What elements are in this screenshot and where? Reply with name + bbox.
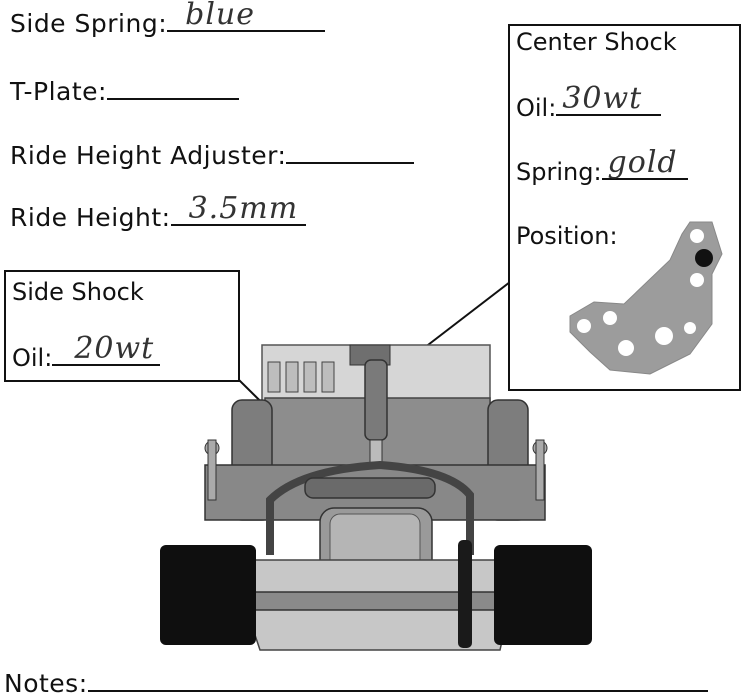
center-shock-oil-line[interactable]: 30wt [556, 81, 662, 116]
side-shock-oil-field: Oil: 20wt [12, 331, 161, 372]
t-plate-input-line[interactable] [106, 76, 239, 100]
center-shock-spring-field: Spring:gold [516, 145, 688, 186]
right-wheel [494, 545, 592, 645]
ride-height-value: 3.5mm [188, 191, 299, 226]
side-shock-title: Side Shock [12, 278, 144, 306]
center-shock-position-label: Position: [516, 222, 618, 250]
side-spring-label: Side Spring: [10, 9, 168, 38]
side-shock-oil-value: 20wt [74, 331, 155, 366]
ride-height-input-line[interactable]: 3.5mm [170, 191, 306, 226]
center-shock-oil-label: Oil: [516, 94, 557, 122]
center-shock-box: Center Shock Oil:30wt Spring:gold Positi… [508, 24, 741, 391]
selected-position-dot [695, 249, 713, 267]
t-plate-label: T-Plate: [10, 77, 107, 106]
notes-label: Notes: [4, 669, 88, 698]
side-spring-input-line[interactable]: blue [167, 0, 326, 32]
ride-height-adjuster-label: Ride Height Adjuster: [10, 141, 287, 170]
ride-height-adjuster-field: Ride Height Adjuster: [10, 140, 415, 170]
shock-mount-bracket-icon [569, 221, 723, 375]
side-spring-value: blue [185, 0, 255, 32]
center-shock-oil-field: Oil:30wt [516, 81, 662, 122]
center-shock-spring-label: Spring: [516, 158, 602, 186]
center-shock-spring-value: gold [607, 145, 678, 180]
side-shock-oil-line[interactable]: 20wt [52, 331, 161, 366]
center-shock-spring-line[interactable]: gold [601, 145, 688, 180]
ride-height-field: Ride Height: 3.5mm [10, 191, 306, 232]
notes-field: Notes: [4, 668, 708, 698]
side-spring-field: Side Spring: blue [10, 0, 326, 38]
side-shock-oil-label: Oil: [12, 344, 53, 372]
side-shock-body [304, 477, 436, 499]
left-wheel [160, 545, 256, 645]
notes-input-line[interactable] [87, 668, 708, 692]
center-shock-oil-value: 30wt [562, 81, 643, 116]
center-shock-title: Center Shock [516, 28, 677, 56]
side-shock-box: Side Shock Oil: 20wt [4, 270, 240, 382]
ride-height-adjuster-input-line[interactable] [286, 140, 415, 164]
ride-height-label: Ride Height: [10, 203, 171, 232]
center-shock-body [364, 359, 388, 441]
t-plate-field: T-Plate: [10, 76, 239, 106]
